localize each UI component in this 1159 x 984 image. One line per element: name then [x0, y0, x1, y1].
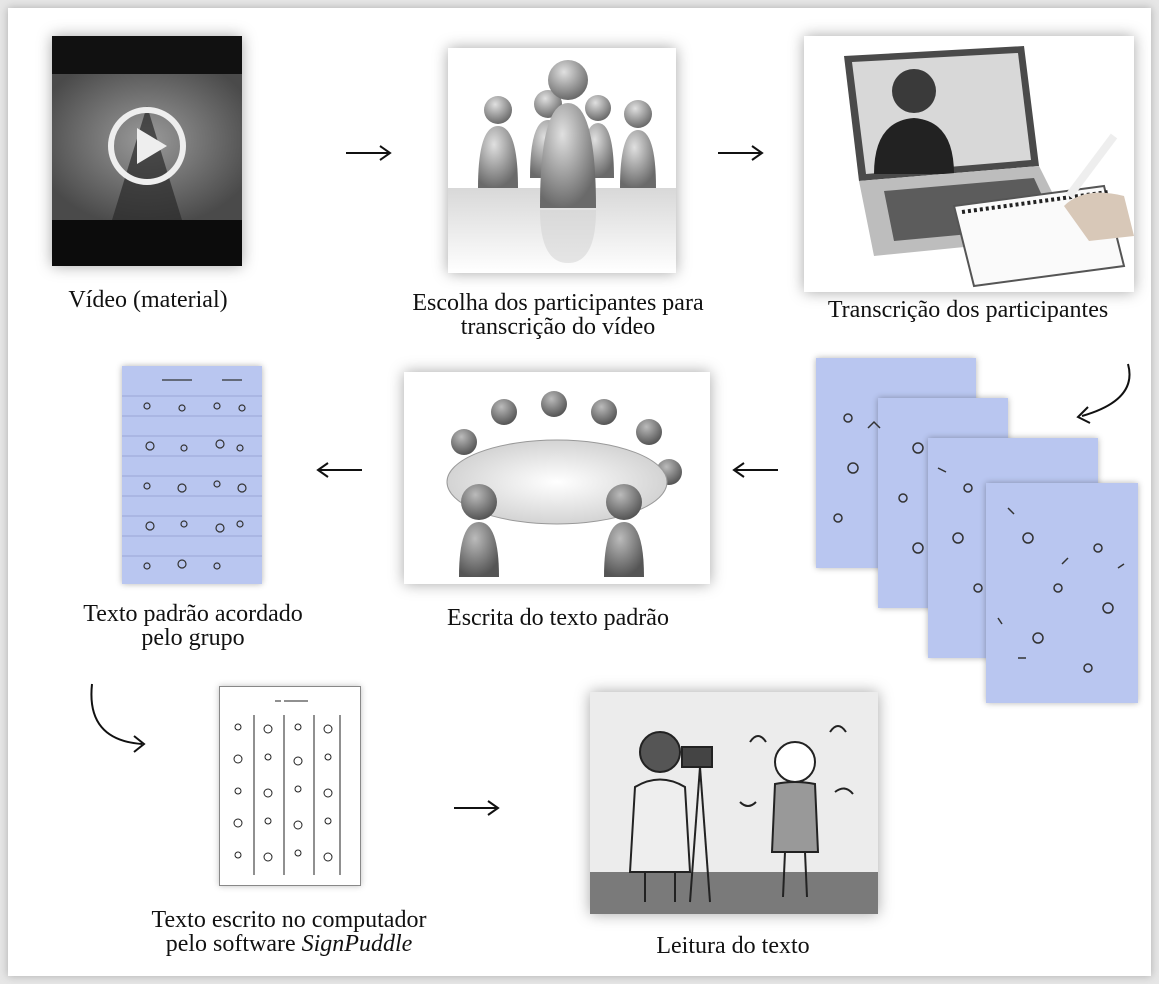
arrow-right-icon — [346, 145, 392, 161]
arrow-right-icon — [90, 683, 146, 753]
video-thumbnail — [52, 36, 242, 266]
participants-image — [448, 48, 676, 273]
writing-meeting-image — [404, 372, 710, 584]
transcription-sheets — [808, 358, 1148, 708]
diagram-frame: Vídeo (material) — [8, 8, 1151, 976]
arrow-left-icon — [316, 462, 362, 478]
signpuddle-page — [219, 686, 361, 886]
agreed-text-sheet — [122, 366, 262, 584]
caption-transcription: Transcrição dos participantes — [827, 297, 1109, 323]
caption-reading: Leitura do texto — [656, 933, 810, 959]
caption-agreed-text: Texto padrão acordado pelo grupo — [83, 601, 303, 651]
arrow-right-icon — [454, 800, 500, 816]
software-name: SignPuddle — [301, 931, 413, 957]
transcription-image — [804, 36, 1134, 292]
arrow-right-icon — [718, 145, 764, 161]
caption-video: Vídeo (material) — [68, 287, 228, 313]
caption-writing: Escrita do texto padrão — [447, 605, 669, 631]
play-icon — [108, 107, 186, 185]
arrow-left-icon — [732, 462, 778, 478]
reading-illustration — [590, 692, 878, 914]
arrow-right-icon — [1076, 363, 1131, 424]
caption-signpuddle: Texto escrito no computador pelo softwar… — [151, 907, 427, 957]
caption-participants: Escolha dos participantes para transcriç… — [412, 290, 704, 340]
